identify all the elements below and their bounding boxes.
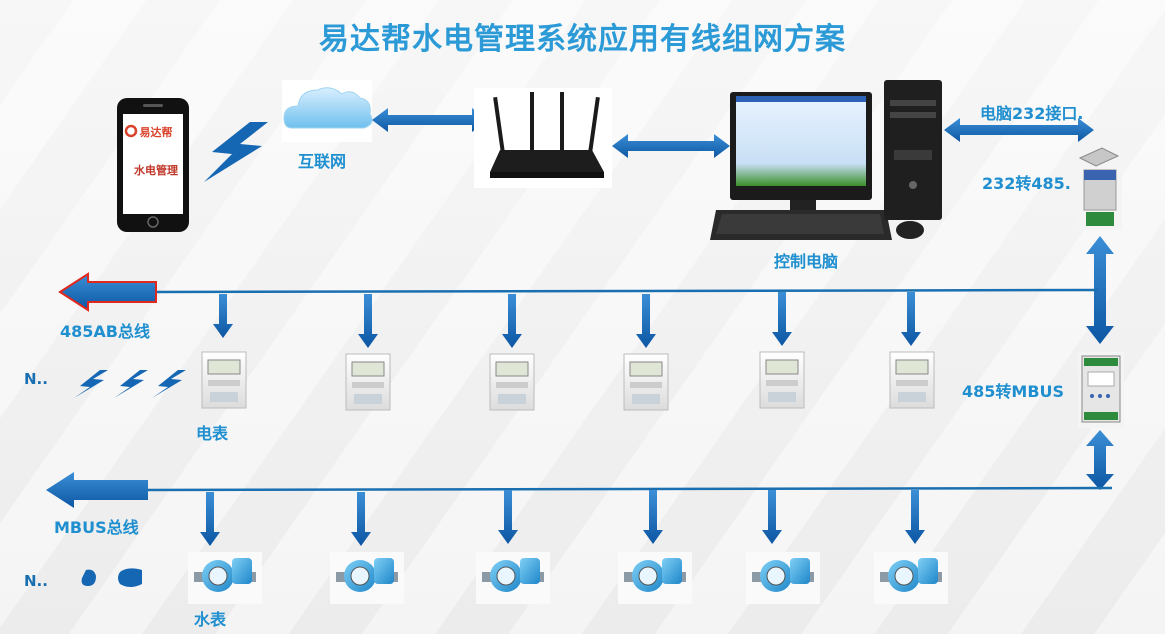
brand-logo-icon [124, 124, 138, 138]
internet-label: 互联网 [298, 152, 347, 171]
wireless-signal-icon [74, 370, 108, 398]
wireless-signal-icon [204, 122, 268, 182]
water-meters [188, 552, 948, 604]
cloud-icon [282, 80, 373, 142]
rs232-rs485-converter-icon [1078, 146, 1122, 230]
down-arrow-icon [498, 490, 518, 544]
water-drop-icon [118, 568, 142, 587]
router-icon [474, 88, 612, 188]
bus-left-arrow-icon [58, 272, 157, 312]
mbus-line [139, 486, 1113, 492]
bus-left-arrow-icon [46, 472, 148, 508]
smartphone [117, 98, 189, 232]
app-label: 水电管理 [134, 164, 178, 177]
rs485-mbus-converter-icon [1078, 352, 1124, 428]
double-arrow-icon [1086, 236, 1114, 344]
double-arrow-icon [372, 108, 488, 132]
down-arrow-icon [351, 492, 371, 546]
down-arrow-icon [643, 490, 663, 544]
rs485-bus-line [149, 288, 1099, 294]
wireless-signal-icon [114, 370, 148, 398]
down-arrow-icon [901, 292, 921, 346]
app-logo-text: 易达帮 [139, 126, 173, 139]
water-more-label: N.. [24, 572, 48, 590]
wireless-signal-icon [152, 370, 186, 398]
pc-port-label: 电脑232接口. [980, 104, 1084, 123]
down-arrow-icon [772, 292, 792, 346]
down-arrow-icon [762, 490, 782, 544]
down-arrow-icon [636, 294, 656, 348]
control-pc-label: 控制电脑 [774, 252, 839, 271]
down-arrow-icon [213, 294, 233, 338]
computer-icon [710, 80, 942, 240]
page-title: 易达帮水电管理系统应用有线组网方案 [319, 22, 846, 57]
converter-232-485-label: 232转485. [982, 174, 1071, 193]
bus-485-label: 485AB总线 [60, 322, 150, 341]
down-arrow-icon [200, 492, 220, 546]
converter-485-mbus-label: 485转MBUS [962, 382, 1065, 401]
down-arrow-icon [358, 294, 378, 348]
water-drop-icon [81, 569, 96, 586]
double-arrow-icon [1086, 430, 1114, 490]
electric-meter-label: 电表 [196, 424, 229, 443]
down-arrow-icon [502, 294, 522, 348]
water-meter-label: 水表 [194, 610, 227, 629]
double-arrow-icon [944, 118, 1094, 142]
bus-mbus-label: MBUS总线 [54, 518, 139, 537]
down-arrow-icon [905, 490, 925, 544]
electric-more-label: N.. [24, 370, 48, 388]
double-arrow-icon [612, 134, 730, 158]
electric-meters [201, 351, 935, 411]
